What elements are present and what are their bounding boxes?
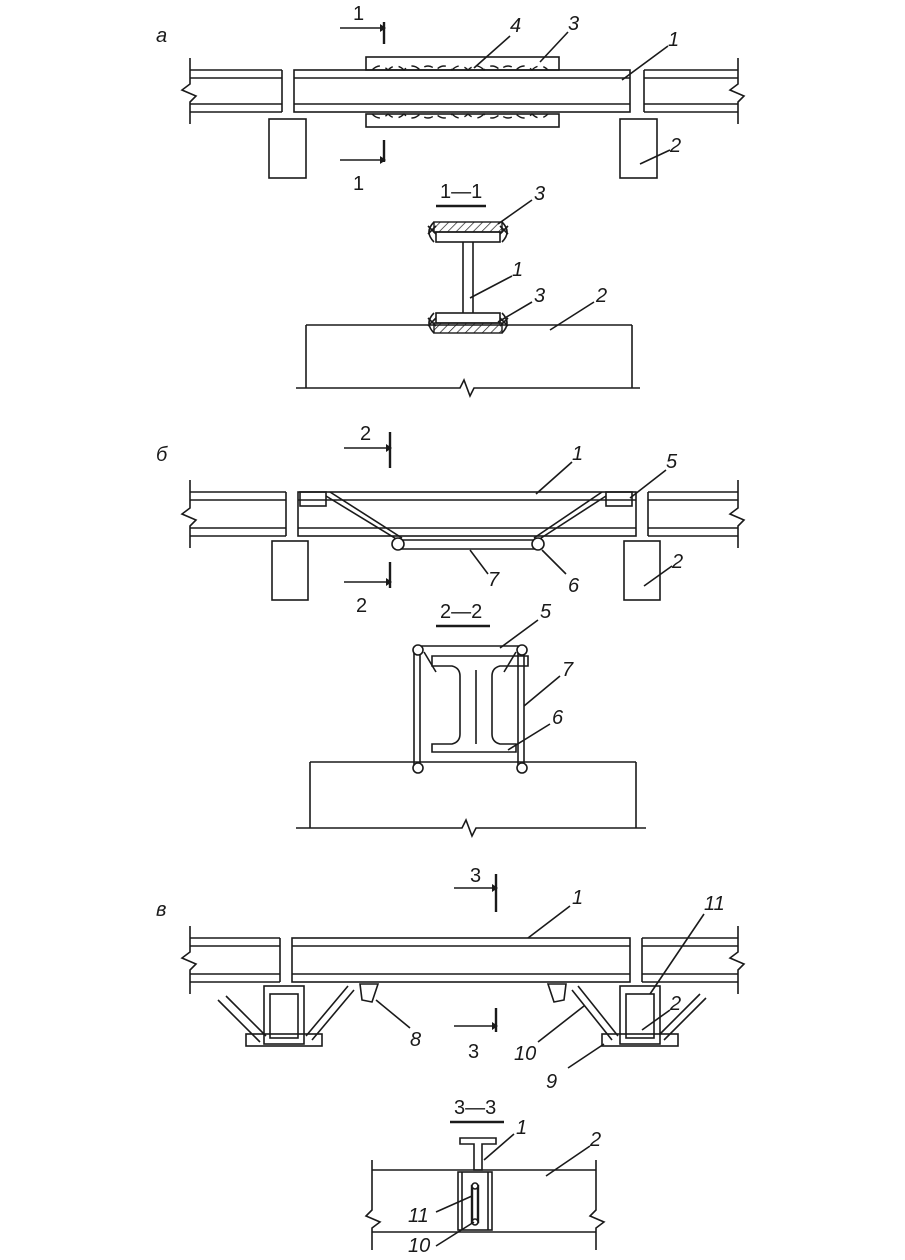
wedge-left [359,983,380,1003]
panel-b: б [156,423,746,617]
section-mark-top-2: 2 [360,423,371,445]
callout-11: 11 [704,893,725,915]
section-callout-5: 5 [540,601,552,623]
support-left-b [271,540,309,601]
callout-10: 10 [514,1043,536,1065]
i-beam-section-b [431,655,529,753]
callout-3: 3 [568,13,579,35]
section-marker-3: 3 3 [454,865,498,1063]
main-beam [293,69,631,113]
section-mark-bottom-1: 1 [353,173,364,195]
support-left [268,118,307,179]
panel-a: а [156,3,746,195]
section-node-tl [412,644,424,656]
main-beam-b [297,491,637,537]
box-support-left [245,985,323,1047]
adjacent-beam-left-v [180,926,281,994]
roller-right [531,537,545,551]
callout-4: 4 [510,15,521,37]
section-mark-top-1: 1 [353,3,364,25]
section-callout-2-v: 2 [589,1129,601,1151]
anchor-plate-left [299,491,327,507]
support-section-b [296,761,646,838]
support-section-v [364,1160,606,1250]
panel-label-a: а [156,25,167,47]
panel-v: в [156,865,746,1093]
section-title-3-3: 3—3 [454,1097,496,1119]
callout-8: 9 [546,1071,557,1093]
callout-2: 2 [669,135,681,157]
section-callout-1: 1 [512,259,523,281]
section-callout-2: 2 [595,285,607,307]
panel-label-b: б [156,444,168,466]
roller-left [391,537,405,551]
adjacent-beam-left [180,58,283,124]
section-mark-bottom-3: 3 [468,1041,479,1063]
section-marker-1: 1 1 [340,3,386,195]
section-node-tr [516,644,528,656]
main-beam-v [291,937,631,983]
section-1-1: 1—1 3 1 [296,181,640,398]
section-node-br [516,762,528,774]
panel-label-v: в [156,899,166,921]
section-3-3: 3—3 1 2 11 10 [364,1097,606,1257]
callout-7: 7 [488,569,500,591]
adjacent-beam-right-b [647,480,746,548]
section-callout-1-v: 1 [516,1117,527,1139]
reinforcing-plate-bottom [365,113,560,128]
callout-2-b: 2 [671,551,683,573]
tie-rod [325,491,607,550]
section-callout-7: 7 [562,659,574,681]
bolt-bottom [471,1218,479,1226]
inner-tube-section [470,1184,480,1224]
adjacent-beam-right [643,58,746,124]
section-2-2: 2—2 5 7 6 [296,601,646,838]
angle-struts [217,985,707,1043]
support-right-b [623,540,661,601]
support-right [619,118,658,179]
adjacent-beam-left-b [180,480,287,548]
section-callout-11: 11 [408,1205,429,1227]
section-callout-10: 10 [408,1235,430,1257]
i-beam-section [427,221,509,334]
callout-1: 1 [668,29,679,51]
callout-5: 5 [666,451,678,473]
bolt-top [471,1182,479,1190]
section-callout-3b: 3 [534,285,545,307]
section-title-2-2: 2—2 [440,601,482,623]
section-mark-top-3: 3 [470,865,481,887]
section-node-bl [412,762,424,774]
section-callout-6: 6 [552,707,564,729]
reinforcing-plate-top [365,56,560,71]
plate-section-bottom [433,322,503,334]
anchor-plate-right [605,491,633,507]
callout-9: 8 [410,1029,421,1051]
callout-6: 6 [568,575,580,597]
section-marker-2: 2 2 [344,423,392,617]
section-mark-bottom-2: 2 [356,595,367,617]
adjacent-beam-right-v [641,926,746,994]
tie-rod-section [413,645,525,768]
plate-section-top [433,221,503,233]
callout-1-b: 1 [572,443,583,465]
callout-1-v: 1 [572,887,583,909]
support-section [296,324,640,398]
callout-2-v: 2 [669,993,681,1015]
wedge-right [546,983,567,1003]
section-title-1-1: 1—1 [440,181,482,203]
box-support-right [601,985,679,1047]
section-callout-3a: 3 [534,183,545,205]
